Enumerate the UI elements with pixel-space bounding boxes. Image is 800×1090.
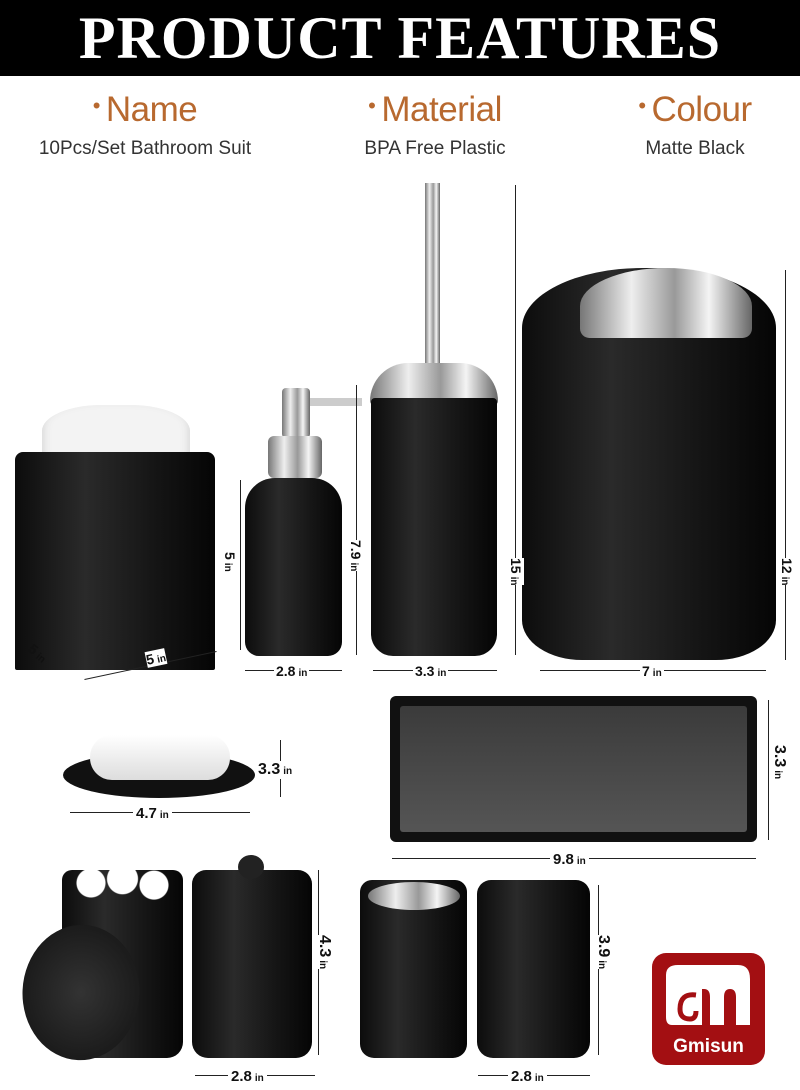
trash-lid-swing	[580, 268, 752, 338]
feature-colour: •Colour Matte Black	[570, 90, 800, 160]
bullet: •	[638, 93, 646, 118]
feature-label: Colour	[651, 90, 753, 129]
soap-dispenser	[245, 478, 342, 656]
brush-handle	[425, 183, 440, 388]
toothbrush-holder-top	[368, 882, 460, 910]
feature-name: •Name 10Pcs/Set Bathroom Suit	[20, 90, 270, 160]
brand-logo: Gmisun	[652, 953, 765, 1065]
page-title: PRODUCT FEATURES	[78, 4, 722, 71]
feature-value: 10Pcs/Set Bathroom Suit	[38, 138, 252, 159]
tissue-box	[15, 452, 215, 670]
logo-text: Gmisun	[673, 1036, 744, 1057]
pump-collar	[268, 436, 322, 478]
bullet: •	[368, 93, 376, 118]
dim-dispenser-height: 7.9in	[348, 540, 364, 572]
lidded-jar	[192, 870, 312, 1058]
elephant-icon	[666, 965, 750, 1025]
feature-material: •Material BPA Free Plastic	[310, 90, 560, 160]
dim-jar-height: 4.3in	[315, 935, 333, 970]
feature-label: Material	[381, 90, 502, 129]
feature-value: Matte Black	[645, 138, 745, 159]
dim-tissue-height: 5in	[222, 552, 238, 572]
feature-value: BPA Free Plastic	[364, 138, 506, 159]
dim-tray-height: 3.3in	[770, 745, 788, 780]
pump-nozzle	[300, 398, 362, 406]
header-banner: PRODUCT FEATURES	[0, 0, 800, 76]
feature-label: Name	[105, 90, 198, 129]
pump-head	[282, 388, 310, 438]
vanity-tray	[390, 696, 757, 842]
dim-trash-height: 12in	[779, 558, 795, 586]
jar-knob	[238, 855, 264, 879]
cotton-balls	[70, 862, 175, 904]
dim-brush-height: 15in	[508, 558, 524, 586]
soap-bar	[90, 735, 230, 780]
toilet-brush-holder	[371, 398, 497, 656]
dim-cup-height: 3.9in	[594, 935, 612, 970]
tumbler	[477, 880, 590, 1058]
bullet: •	[92, 93, 101, 118]
